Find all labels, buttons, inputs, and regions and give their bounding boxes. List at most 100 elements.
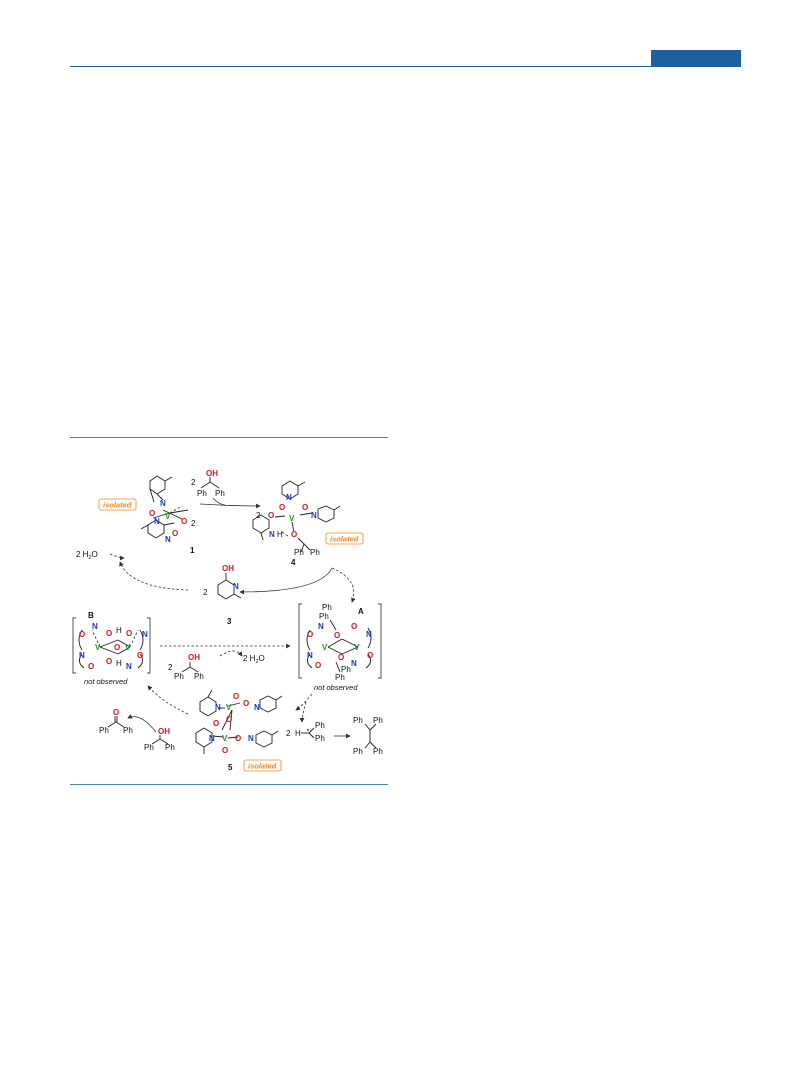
arrow-A-to-5 [295,693,313,711]
atom-O: O [351,622,357,631]
compound-3-label: 3 [227,617,232,626]
phenyl-label: Ph [99,726,109,735]
atom-O: O [302,503,308,512]
atom-O: O [243,699,249,708]
hydrogen-label: H [295,729,301,738]
hydroxyl-label: OH [222,564,234,573]
atom-N: N [311,511,317,520]
phenyl-label: Ph [373,747,383,756]
arrow-A-to-radical [299,701,307,723]
arrow-1-to-4 [199,503,261,509]
compound-4-label: 4 [291,558,296,567]
atom-O: O [315,661,321,670]
hydroxyl-label: OH [206,469,218,478]
atom-V: V [125,643,131,652]
phenyl-label: Ph [123,726,133,735]
atom-O: O [114,643,120,652]
atom-N: N [209,734,215,743]
figure-bottom-rule [70,784,388,785]
atom-V: V [95,643,101,652]
phenyl-label: Ph [315,721,325,730]
atom-V: V [322,643,328,652]
coefficient-2: 2 [203,588,208,597]
atom-O: O [367,651,373,660]
benzophenone-structure [107,716,125,728]
phenyl-label: Ph [353,747,363,756]
atom-O: O [338,653,344,662]
phenyl-label: Ph [144,743,154,752]
header-rule [70,66,741,67]
arrow-4-to-3 [239,567,333,595]
atom-N: N [79,651,85,660]
phenyl-label: Ph [335,673,345,682]
phenyl-label: Ph [310,548,320,557]
catalytic-cycle-scheme: N O V N O N O 2 1 isolated 2 OH Ph Ph 2 … [72,469,383,772]
hydrogen-label: H [116,659,122,668]
compound-3-structure [217,573,242,600]
atom-O: O [213,719,219,728]
phenyl-label: Ph [353,716,363,725]
tetraphenylethane-structure [364,723,377,749]
phenyl-label: Ph [215,489,225,498]
atom-N: N [233,582,239,591]
not-observed-B: not observed [84,677,128,686]
isolated-tag-text: isolated [103,501,132,510]
coefficient-2: 2 [191,478,196,487]
arrow-3-to-1 [119,561,189,591]
compound-5-structure [195,689,283,754]
coefficient-2: 2 [286,729,291,738]
isolated-tag [325,532,364,545]
isolated-tag-text: isolated [248,762,277,771]
phenyl-label: Ph [315,734,325,743]
atom-V: V [222,734,228,743]
phenyl-label: Ph [319,612,329,621]
intermediate-B-structure [78,629,144,669]
atom-N: N [92,622,98,631]
phenyl-label: Ph [341,665,351,674]
atom-O: O [222,746,228,755]
atom-O: O [279,503,285,512]
atom-N: N [269,530,275,539]
atom-O: O [235,734,241,743]
phenyl-label: Ph [294,548,304,557]
atom-O: O [126,629,132,638]
atom-N: N [254,703,260,712]
intermediate-A-structure [306,619,372,673]
atom-O: O [106,629,112,638]
atom-O: O [172,529,178,538]
bracket-right [147,617,151,674]
bracket-left [298,603,302,679]
atom-V: V [226,703,232,712]
water-release-arrow [109,553,125,561]
atom-N: N [165,535,171,544]
atom-O: O [233,692,239,701]
atom-N: N [351,659,357,668]
atom-V: V [354,643,360,652]
coefficient-2: 2 [168,663,173,672]
arrow-5-to-B [147,685,189,715]
phenyl-label: Ph [194,672,204,681]
atom-N: N [126,662,132,671]
hydrogen-label: H [277,530,283,539]
atom-O: O [181,517,187,526]
atom-O: O [226,715,232,724]
phenyl-label: Ph [373,716,383,725]
atom-O: O [106,657,112,666]
bracket-left [72,617,76,674]
atom-N: N [366,630,372,639]
phenyl-label: Ph [174,672,184,681]
water-label: 2 H2O [243,654,265,665]
atom-O: O [291,530,297,539]
coefficient-2: 2 [191,519,196,528]
atom-N: N [318,622,324,631]
atom-N: N [215,703,221,712]
atom-N: N [160,499,166,508]
atom-O: O [79,630,85,639]
bracket-right [378,603,382,679]
compound-4-structure [252,480,341,553]
compound-1-label: 1 [190,546,195,555]
atom-O: O [88,662,94,671]
oxidation-arrow [127,714,157,733]
compound-1-structure [140,475,189,539]
atom-O: O [137,651,143,660]
